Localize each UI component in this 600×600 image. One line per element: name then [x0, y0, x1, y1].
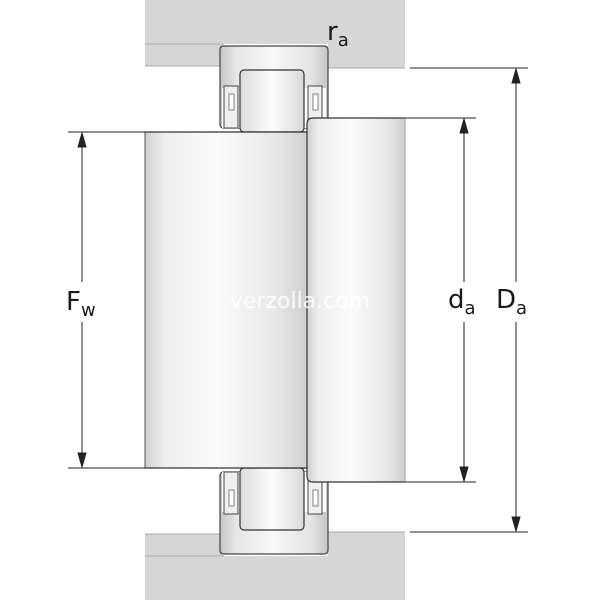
- watermark-text: verzolla.com: [230, 289, 370, 314]
- svg-text:Fw: Fw: [66, 287, 96, 321]
- label-ra: ra: [327, 17, 349, 51]
- label-fw-main: F: [66, 287, 81, 317]
- label-fw: Fw: [64, 282, 110, 322]
- dimension-lines: [68, 67, 528, 533]
- label-ra-sub: a: [338, 30, 349, 51]
- label-da-main: d: [448, 285, 465, 315]
- svg-text:Da: Da: [496, 285, 527, 319]
- housing-top: [145, 0, 405, 69]
- label-Da-main: D: [496, 285, 516, 315]
- label-da-sub: a: [465, 298, 476, 319]
- label-Da: Da: [496, 282, 538, 322]
- label-ra-main: r: [327, 17, 338, 47]
- label-da: da: [446, 282, 486, 322]
- shaft: [144, 131, 308, 469]
- shaft-shoulder: [306, 117, 406, 483]
- label-fw-sub: w: [81, 300, 96, 321]
- housing-bottom: [145, 531, 405, 600]
- svg-text:da: da: [448, 285, 476, 319]
- svg-text:ra: ra: [327, 17, 349, 51]
- label-Da-sub: a: [516, 298, 527, 319]
